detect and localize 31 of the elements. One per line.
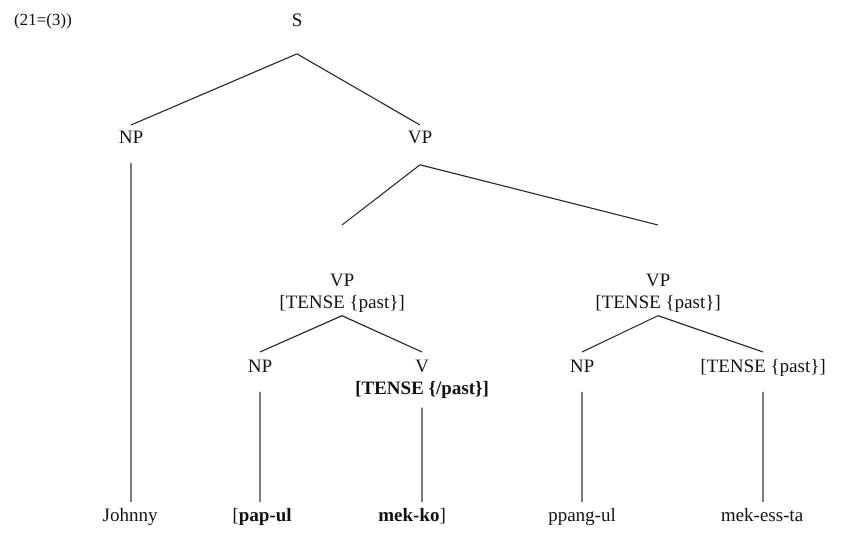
word-label: [pap-ul: [232, 502, 292, 527]
tree-branch: [259, 392, 261, 502]
tree-branch: [130, 53, 298, 126]
word-label: mek-ko]: [378, 502, 446, 527]
tree-branch: [296, 53, 420, 126]
feature-label: [TENSE {/past}]: [355, 378, 489, 400]
category-label: V: [414, 356, 430, 378]
category-label: VP: [408, 125, 432, 165]
word-label: ppang-ul: [548, 502, 616, 527]
tree-branch: [582, 315, 658, 352]
tree-branch: [421, 408, 423, 502]
word-label: Johnny: [102, 502, 158, 527]
category-label: VP: [644, 270, 672, 292]
example-number: (21=(3)): [14, 10, 72, 30]
category-label: S: [292, 10, 302, 54]
tree-branch: [342, 164, 420, 226]
category-label: NP: [248, 352, 272, 392]
feature-label: [TENSE {past}]: [595, 292, 721, 314]
category-label: NP: [570, 352, 594, 392]
tree-branch: [420, 164, 658, 226]
tree-branch: [762, 392, 764, 502]
feature-label: [TENSE {past}]: [279, 292, 405, 314]
tree-branch: [581, 392, 583, 502]
tree-branch: [342, 315, 422, 352]
category-label: VP: [328, 270, 356, 292]
category-label: NP: [118, 125, 144, 163]
word-label: mek-ess-ta: [720, 502, 804, 527]
tree-branch: [130, 162, 132, 502]
tree-branch: [658, 315, 764, 353]
category-label: [TENSE {past}]: [700, 352, 826, 392]
tree-branch: [260, 315, 342, 352]
